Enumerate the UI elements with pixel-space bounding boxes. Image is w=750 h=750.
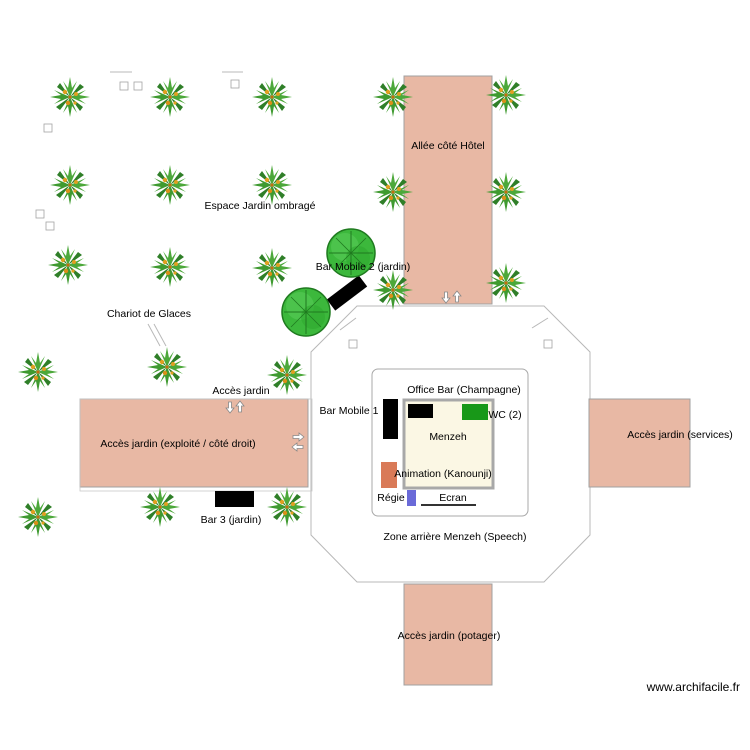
chariot-glaces-label: Chariot de Glaces (107, 308, 191, 320)
seat-icon (230, 79, 240, 89)
seat-icon (348, 339, 358, 349)
bar-3-label: Bar 3 (jardin) (201, 514, 262, 526)
shrub-icon (140, 487, 180, 527)
bar-mobile-1-label: Bar Mobile 1 (320, 405, 379, 417)
shrub-icon (267, 487, 307, 527)
shrub-icon (252, 165, 292, 205)
shrub-icon (50, 77, 90, 117)
shrub-icon (252, 77, 292, 117)
seating (35, 71, 553, 349)
menzeh-label: Menzeh (429, 431, 467, 443)
seat-icon (35, 209, 45, 219)
watermark: www.archifacile.fr (646, 680, 740, 694)
bar-3 (215, 491, 254, 507)
acces-potager-zone (403, 583, 493, 686)
shrub-icon (147, 347, 187, 387)
acces-jardin-exploite-label: Accès jardin (exploité / côté droit) (100, 438, 255, 450)
acces-jardin-exploite-zone (79, 398, 309, 488)
seat-icon (119, 81, 129, 91)
seat-icon (133, 81, 143, 91)
bar-mobile-1 (383, 399, 398, 439)
wc-block (462, 404, 488, 420)
acces-potager-label: Accès jardin (potager) (398, 630, 501, 642)
shrub-icon (150, 247, 190, 287)
shrub-icon (252, 248, 292, 288)
shrub-icon (48, 245, 88, 285)
regie-label: Régie (377, 492, 405, 504)
bar-mobile-2-label: Bar Mobile 2 (jardin) (316, 261, 411, 273)
seat-icon (543, 339, 553, 349)
shrub-icon (150, 77, 190, 117)
animation-label: Animation (Kanounji) (394, 468, 491, 480)
shrub-icon (267, 355, 307, 395)
seat-icon (45, 221, 55, 231)
acces-services-label: Accès jardin (services) (627, 429, 733, 441)
acces-jardin-outline (79, 398, 313, 492)
regie-desk (407, 490, 416, 506)
acces-jardin-label: Accès jardin (212, 385, 269, 397)
acces-services-zone (588, 398, 691, 488)
ecran-label: Ecran (439, 492, 467, 504)
bar-mobile-2 (326, 275, 368, 311)
round-tree-icon (281, 287, 331, 337)
shrub-icon (150, 165, 190, 205)
shrub-icon (18, 352, 58, 392)
allee-hotel-label: Allée côté Hôtel (411, 140, 485, 152)
shrub-icon (18, 497, 58, 537)
espace-jardin-label: Espace Jardin ombragé (205, 200, 316, 212)
shrub-icon (50, 165, 90, 205)
zone-arriere-label: Zone arrière Menzeh (Speech) (384, 531, 527, 543)
animation-stage (381, 462, 397, 488)
office-bar (408, 404, 433, 418)
office-bar-label: Office Bar (Champagne) (407, 384, 521, 396)
seat-icon (43, 123, 53, 133)
allee-hotel-zone (403, 75, 493, 305)
wc-label: WC (2) (488, 409, 521, 421)
